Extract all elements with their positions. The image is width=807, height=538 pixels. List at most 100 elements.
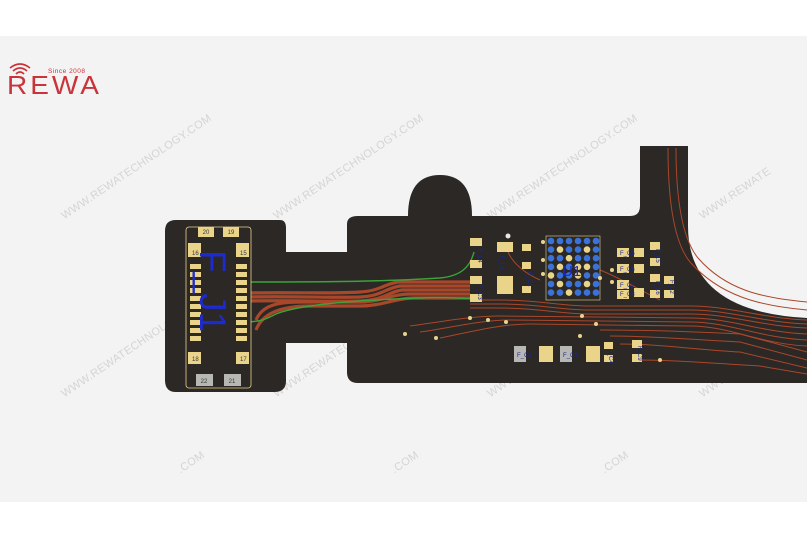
svg-text:F_L2: F_L2 xyxy=(668,280,674,294)
bga-ball xyxy=(565,237,573,245)
ic-ref-label: U1 xyxy=(562,263,581,280)
bga-ball xyxy=(583,254,591,262)
bga-ball xyxy=(556,280,564,288)
bga-ball xyxy=(592,246,600,253)
bga-ball xyxy=(592,263,600,271)
pin-pad xyxy=(224,374,241,386)
svg-text:F_L1: F_L1 xyxy=(498,256,504,270)
component-f-c3: F_C3 xyxy=(560,346,600,362)
bga-ball xyxy=(556,237,564,245)
component-f-l2: F_L2 xyxy=(664,276,674,298)
connector-outline xyxy=(185,226,252,389)
component-f-c7: F_C7 xyxy=(617,280,635,289)
svg-text:F_C5: F_C5 xyxy=(620,251,635,257)
component-f-c3-small: F_C3 xyxy=(470,276,482,302)
component-f-c1-small: F_C1 xyxy=(522,244,532,293)
bga-ball xyxy=(583,246,591,253)
connector-f-j1: 20 19 16 15 18 17 22 21 F_J1 xyxy=(185,226,252,389)
connector-left-pins xyxy=(188,243,201,364)
bga-ball xyxy=(574,246,582,253)
bga-ball xyxy=(556,272,564,279)
bga-ball xyxy=(592,254,600,262)
svg-text:F_C3: F_C3 xyxy=(563,353,578,359)
bga-ball xyxy=(565,280,573,288)
connector-right-pins xyxy=(236,243,249,364)
bga-ball xyxy=(565,254,573,262)
pin-label: 17 xyxy=(240,357,247,363)
bga-ball xyxy=(574,237,582,245)
bga-ball xyxy=(583,237,591,245)
bga-ball xyxy=(556,246,564,253)
green-traces xyxy=(243,251,479,323)
svg-text:F_L6: F_L6 xyxy=(654,281,660,295)
svg-text:F_L5: F_L5 xyxy=(654,249,660,263)
brand-name: REWA xyxy=(7,71,102,100)
bga-ball xyxy=(565,289,573,296)
svg-text:F_L4: F_L4 xyxy=(476,249,482,263)
ic-u1: U1 xyxy=(545,235,601,301)
svg-text:F_C1: F_C1 xyxy=(526,272,532,287)
bga-ball xyxy=(547,272,555,279)
bga-ball xyxy=(547,254,555,262)
bga-ball xyxy=(556,254,564,262)
pin-label: 18 xyxy=(192,357,199,363)
bga-ball xyxy=(565,263,573,271)
bga-ball xyxy=(547,237,555,245)
pin-label: 20 xyxy=(203,230,210,236)
bga-ball xyxy=(574,263,582,271)
bga-ball xyxy=(556,289,564,296)
svg-text:F_C7: F_C7 xyxy=(620,283,635,289)
svg-text:F_C4: F_C4 xyxy=(607,349,613,364)
component-f-c9: F_C9 xyxy=(632,340,642,362)
bga-ball xyxy=(556,263,564,271)
pin-label: 19 xyxy=(228,230,235,236)
bga-ball xyxy=(565,272,573,279)
bga-ball xyxy=(574,254,582,262)
component-f-c8: F_C8 xyxy=(617,288,644,299)
svg-text:F_C3: F_C3 xyxy=(476,285,482,300)
brand-tagline: Since 2008 xyxy=(48,68,86,75)
pin-label: 16 xyxy=(192,251,199,257)
bga-ball xyxy=(583,272,591,279)
test-pads xyxy=(403,233,662,362)
bga-ball xyxy=(574,289,582,296)
bga-ball xyxy=(565,246,573,253)
svg-text:F_C6: F_C6 xyxy=(620,267,635,273)
component-f-c4: F_C4 xyxy=(604,342,613,364)
bga-ball xyxy=(547,289,555,296)
signal-icon xyxy=(9,63,31,75)
bga-ball xyxy=(592,280,600,288)
bga-ball xyxy=(592,237,600,245)
pin-label: 21 xyxy=(229,379,236,385)
component-f-l5: F_L5 xyxy=(650,242,660,266)
connector-ref-label: F_J1 xyxy=(192,250,233,332)
component-f-c2: F_C2 xyxy=(514,346,553,362)
bga-ball xyxy=(574,272,582,279)
component-f-l6: F_L6 xyxy=(650,274,660,298)
svg-text:F_C8: F_C8 xyxy=(620,292,635,298)
svg-text:F_C9: F_C9 xyxy=(636,346,642,361)
component-f-c5: F_C5 xyxy=(617,248,644,257)
pin-label: 15 xyxy=(240,251,247,257)
bga-ball xyxy=(547,246,555,253)
bga-ball xyxy=(547,263,555,271)
pin-pad xyxy=(198,227,214,237)
component-f-l4: F_L4 xyxy=(470,238,482,268)
board-substrate xyxy=(165,146,807,392)
pin-pad xyxy=(223,227,239,237)
bga-ball xyxy=(547,280,555,288)
pin-label: 22 xyxy=(201,379,208,385)
bga-ball xyxy=(592,289,600,296)
bga-ball xyxy=(592,272,600,279)
bga-ball xyxy=(583,263,591,271)
bga-ball xyxy=(574,280,582,288)
svg-text:F_C2: F_C2 xyxy=(517,353,532,359)
bga-ball xyxy=(583,289,591,296)
pin-pad xyxy=(196,374,213,386)
component-f-l1: F_L1 xyxy=(497,242,513,294)
component-f-c6: F_C6 xyxy=(617,264,644,273)
bga-balls xyxy=(547,237,600,296)
red-traces-thin xyxy=(409,147,807,375)
bga-ball xyxy=(583,280,591,288)
